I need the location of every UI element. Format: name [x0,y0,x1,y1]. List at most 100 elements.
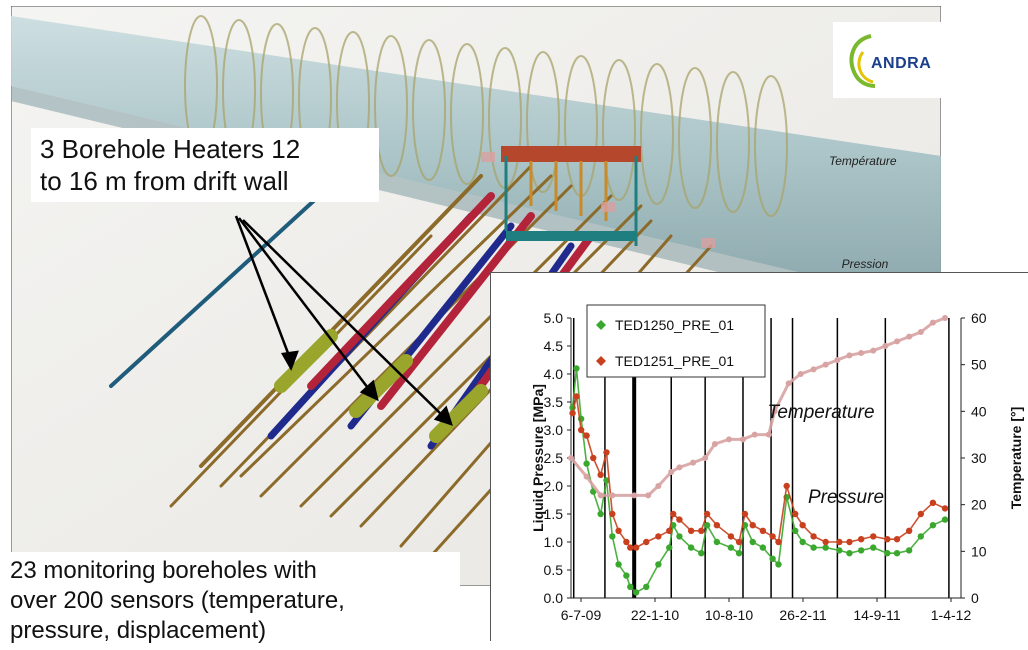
y2-tick-label: 10 [971,543,987,559]
data-point [583,460,590,467]
andra-logo-text: ANDRA [871,55,932,72]
x-tick-label: 14-9-11 [853,607,900,623]
data-point [615,527,622,534]
data-point [676,533,683,540]
data-point [906,333,913,340]
andra-logo-icon [849,34,876,88]
y-tick-label: 0.0 [544,590,564,606]
data-point [739,436,746,443]
data-point [655,561,662,568]
data-point [792,527,799,534]
boreholes-callout: 23 monitoring boreholes with over 200 se… [0,552,460,650]
boreholes-callout-line-3: pressure, displacement) [10,617,267,644]
data-point [884,536,891,543]
data-point [735,550,743,557]
x-tick-label: 6-7-09 [561,607,602,623]
data-point [846,550,853,557]
y-tick-label: 3.0 [544,422,564,438]
legend-marker [596,320,606,330]
y-tick-label: 2.5 [544,450,564,466]
data-point [858,350,865,356]
data-point [857,536,865,543]
data-point [735,538,743,546]
data-point [846,352,853,359]
legend-box [586,304,766,378]
data-point [799,538,806,546]
data-point [568,455,574,461]
data-point [702,455,709,461]
boreholes-callout-line-2: over 200 sensors (temperature, [10,587,345,614]
data-point [698,527,705,534]
data-point [884,550,891,557]
data-point [627,583,634,590]
pressure-sensor-label-line-1: Pression [841,257,889,271]
pressure-annotation: Pressure [808,487,884,508]
y-axis-title: Liquid Pressure [MPa] [530,384,546,532]
y-tick-label: 3.5 [544,394,564,410]
data-point [666,544,673,551]
data-point [583,432,590,439]
data-point [822,538,829,546]
x-tick-label: 10-8-10 [705,607,753,623]
y2-tick-label: 20 [971,497,987,513]
drift-tunnel [11,16,941,306]
data-point [703,510,711,518]
data-point [669,510,677,518]
data-point [583,473,590,480]
data-point [727,544,735,551]
data-point [810,366,817,373]
heaters-callout-line-2: to 16 m from drift wall [40,166,289,196]
data-point [711,441,718,447]
data-point [775,538,782,546]
data-point [623,572,630,579]
data-point [775,561,782,568]
heaters-callout-line-1: 3 Borehole Heaters 12 [40,134,301,164]
data-point [822,361,829,368]
data-point [690,459,697,466]
data-point [603,449,610,456]
heaters-callout: 3 Borehole Heaters 12 to 16 m from drift… [31,128,379,202]
y2-tick-label: 50 [971,357,987,373]
data-point [894,338,901,345]
data-point [713,538,721,546]
x-tick-label: 1-4-12 [931,607,972,623]
heater-frame [501,146,641,246]
data-point [609,510,616,518]
data-point [703,522,711,529]
x-tick-label: 26-2-11 [779,607,826,623]
data-point [785,380,792,387]
data-point [623,538,630,546]
data-point [590,454,597,462]
data-point [836,538,843,546]
y-tick-label: 4.5 [544,338,564,354]
callout-arrows [234,215,453,426]
data-point [597,471,604,478]
data-point [643,583,650,590]
data-point [577,426,585,434]
data-point [597,492,604,499]
data-point [698,550,705,557]
pink-markers [481,152,715,248]
data-point [741,510,749,518]
data-point [603,477,610,484]
andra-logo: ANDRA [833,22,941,98]
data-point [834,357,841,363]
data-point [749,538,756,546]
data-point [810,544,817,551]
data-point [917,510,925,518]
data-point [615,561,622,568]
data-point [631,492,638,499]
legend-label: TED1251_PRE_01 [615,353,734,369]
boreholes-callout-line-1: 23 monitoring boreholes with [10,557,317,584]
legend-label: TED1250_PRE_01 [615,317,734,333]
data-point [725,436,732,443]
data-point [810,533,817,540]
data-point [666,527,673,534]
x-tick-label: 22-1-10 [631,607,679,623]
data-point [632,544,640,551]
data-point [573,365,580,372]
data-point [668,469,675,475]
y-tick-label: 1.5 [544,506,564,522]
data-point [759,527,767,534]
